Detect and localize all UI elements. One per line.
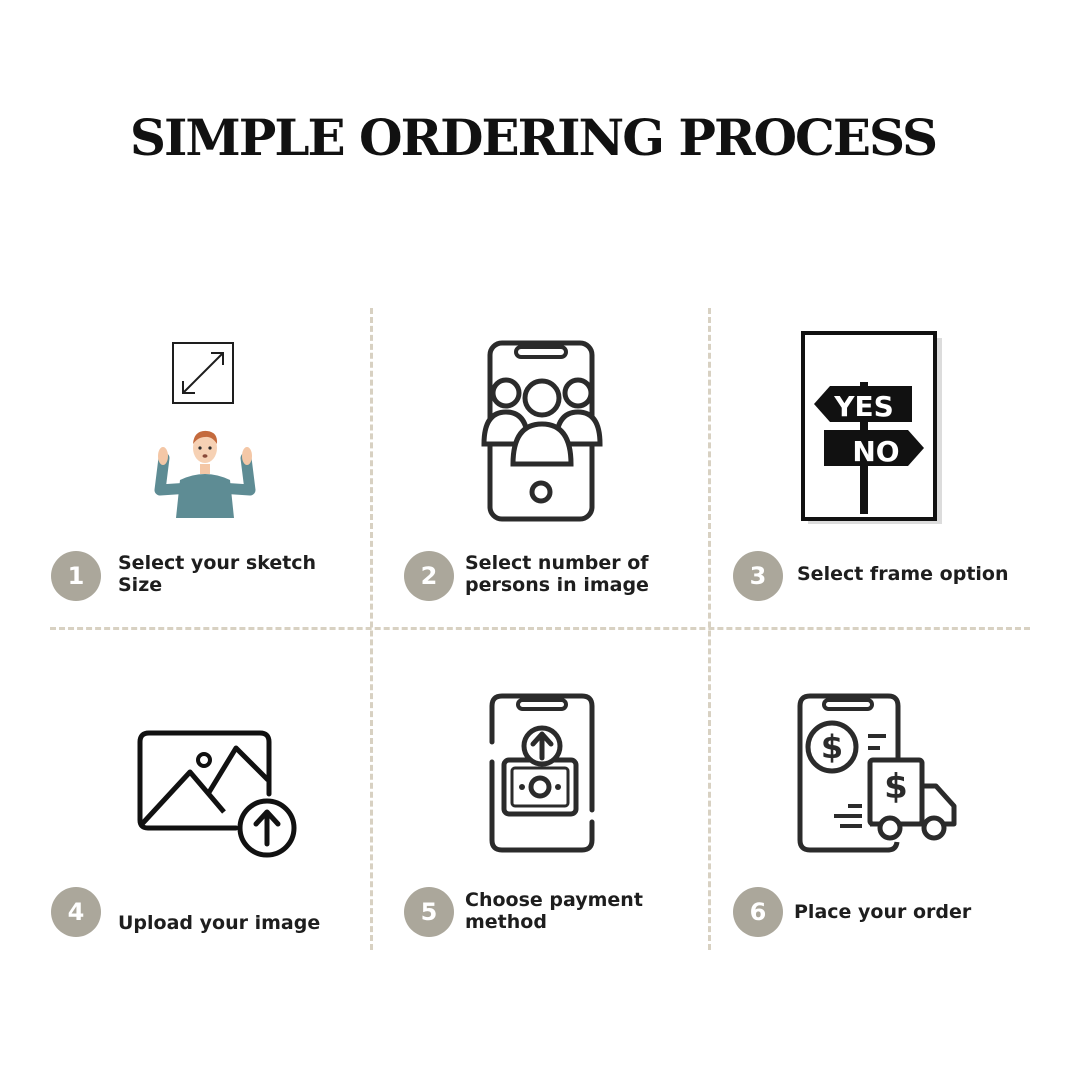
step-label-line: persons in image xyxy=(465,574,649,596)
step-number-badge: 2 xyxy=(404,551,454,601)
sign-no-text: NO xyxy=(852,435,899,468)
step-label: Select frame option xyxy=(797,563,1009,585)
step-label: Place your order xyxy=(794,901,971,923)
sign-yes-text: YES xyxy=(833,390,894,423)
step-label-line: Size xyxy=(118,574,163,596)
step-label-line: Upload your image xyxy=(118,912,321,934)
step-label: Select number of persons in image xyxy=(465,552,649,596)
divider-horizontal xyxy=(50,627,1030,630)
step-number-badge: 1 xyxy=(51,551,101,601)
step-number-badge: 6 xyxy=(733,887,783,937)
step-label: Select your sketch Size xyxy=(118,552,316,596)
step-label: Choose payment method xyxy=(465,889,643,933)
page-title: SIMPLE ORDERING PROCESS xyxy=(129,108,938,167)
step-number-badge: 5 xyxy=(404,887,454,937)
step-label-line: method xyxy=(465,911,547,933)
phone-payment-icon xyxy=(489,693,595,853)
step-label-line: Choose payment xyxy=(465,889,643,911)
phone-group-icon xyxy=(481,340,603,522)
svg-text:$: $ xyxy=(821,728,843,766)
resize-arrows-icon xyxy=(172,342,234,404)
image-upload-icon xyxy=(137,730,297,858)
step-label-line: Select your sketch xyxy=(118,552,317,574)
framed-signpost-icon: YES NO xyxy=(801,331,942,524)
step-label-line: Select number of xyxy=(465,552,649,574)
step-number-badge: 4 xyxy=(51,887,101,937)
step-label: Upload your image xyxy=(118,912,320,934)
svg-text:$: $ xyxy=(884,767,908,807)
step-label-line: Select frame option xyxy=(797,563,1009,585)
step-label-line: Place your order xyxy=(794,901,972,923)
phone-delivery-icon: $ $ xyxy=(797,693,957,853)
step-number-badge: 3 xyxy=(733,551,783,601)
person-hands-up-icon xyxy=(154,430,256,518)
